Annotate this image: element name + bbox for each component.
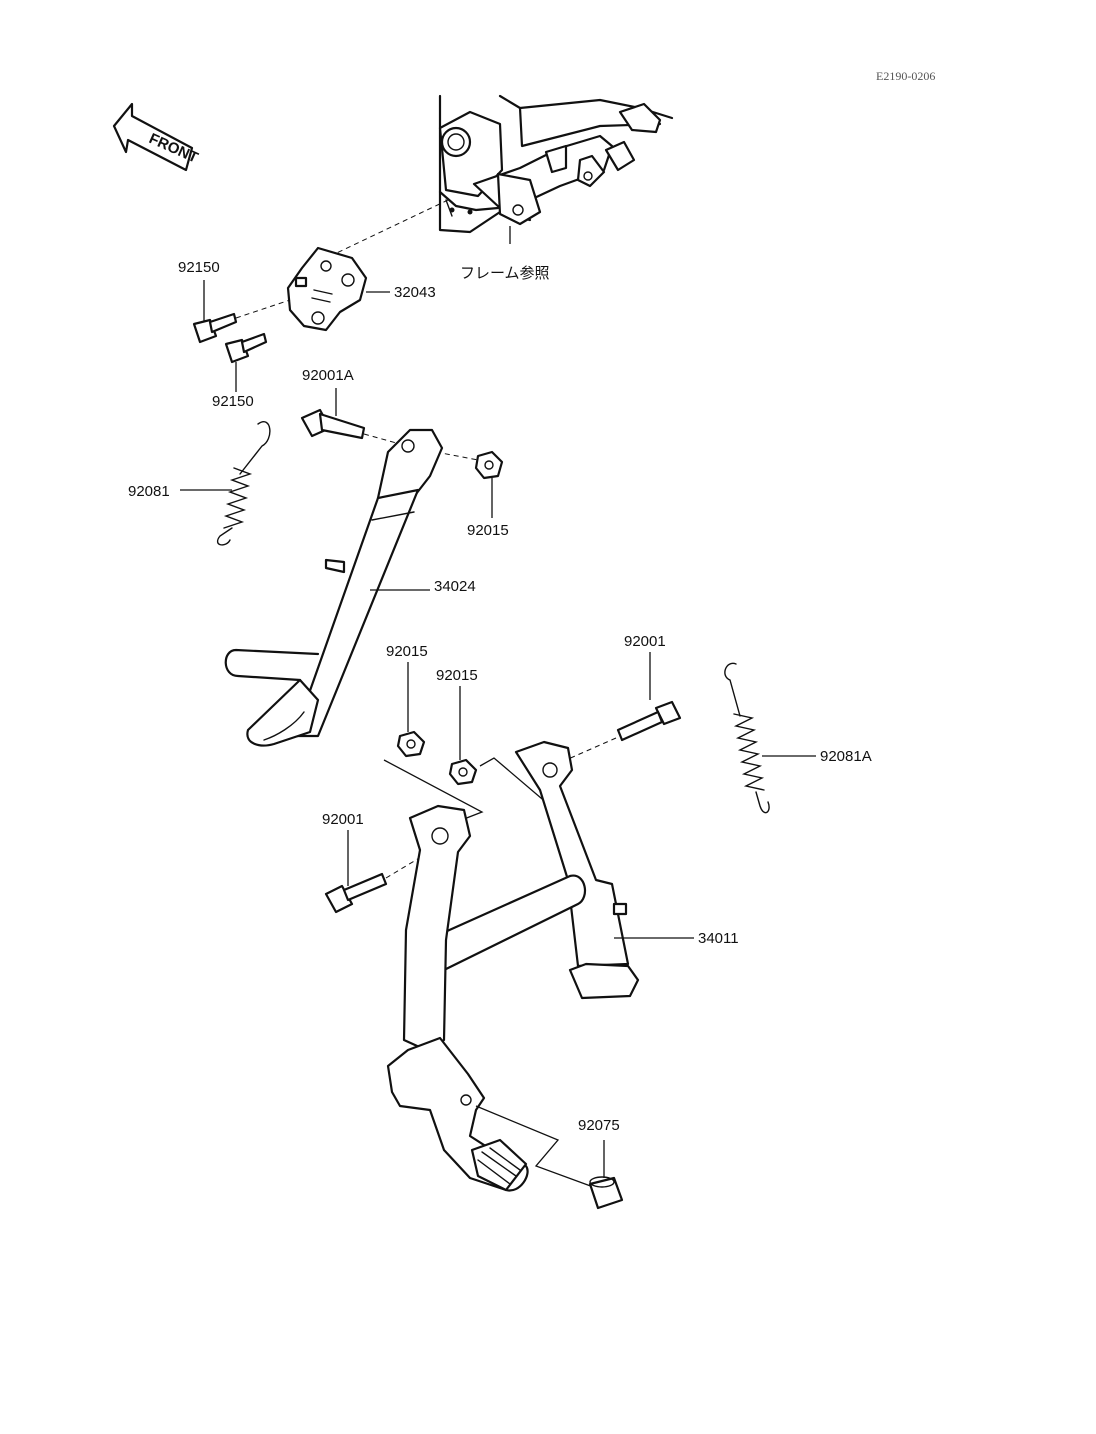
- part-number-92015-b: 92015: [436, 667, 478, 684]
- part-number-92081: 92081: [128, 483, 170, 500]
- part-number-92001-right: 92001: [624, 633, 666, 650]
- diagram-code: E2190-0206: [876, 69, 935, 83]
- bolt-92150-bottom: 92150: [212, 332, 268, 410]
- nut-92015-b: 92015: [436, 667, 549, 805]
- assembly-line: [235, 299, 291, 319]
- assembly-line: [321, 199, 449, 261]
- spring-92081A: 92081A: [724, 662, 872, 814]
- bolt-92001-left: 92001: [322, 811, 437, 914]
- frame-section: フレーム参照: [438, 94, 674, 282]
- part-number-92150-top: 92150: [178, 259, 220, 276]
- part-number-34011: 34011: [698, 930, 739, 947]
- part-number-92081A: 92081A: [820, 748, 872, 765]
- bolt-92150-top: 92150: [178, 259, 238, 344]
- part-number-92001A: 92001A: [302, 367, 354, 384]
- spring-92081: 92081: [128, 421, 271, 546]
- part-number-34024: 34024: [434, 578, 476, 595]
- center-stand-34011: 34011: [386, 740, 739, 1192]
- bolt-92001A: 92001A: [300, 367, 401, 445]
- front-arrow-icon: FRONT: [112, 102, 200, 172]
- bolt-92001-right: 92001: [565, 633, 682, 761]
- part-number-92015-a: 92015: [386, 643, 428, 660]
- part-number-92075: 92075: [578, 1117, 620, 1134]
- bracket-32043: 32043: [286, 246, 436, 332]
- part-number-92150-bottom: 92150: [212, 393, 254, 410]
- part-number-32043: 32043: [394, 284, 436, 301]
- side-stand-34024: 34024: [224, 428, 476, 747]
- part-number-92001-left: 92001: [322, 811, 364, 828]
- cap-92075: 92075: [475, 1105, 624, 1210]
- nut-92015-sidestand: 92015: [435, 450, 509, 539]
- frame-reference-label: フレーム参照: [460, 265, 550, 282]
- part-number-92015-sidestand: 92015: [467, 522, 509, 539]
